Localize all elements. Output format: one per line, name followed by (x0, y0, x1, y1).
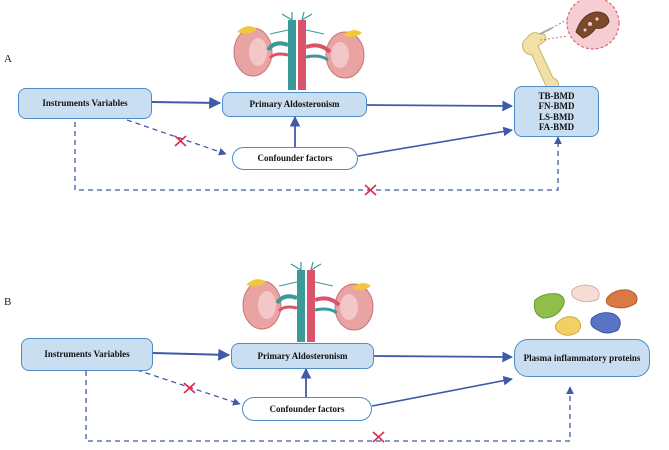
panel-label-a: A (4, 53, 12, 65)
instruments-variables-label: Instruments Variables (42, 98, 128, 109)
plasma-proteins-outcome-box: Plasma inflammatory proteins (514, 339, 650, 377)
primary-aldosteronism-box: Primary Aldosteronism (231, 343, 374, 369)
arrow-b-confounder-to-outcome (371, 375, 513, 407)
instruments-variables-label: Instruments Variables (44, 349, 130, 360)
bmd-outcome-box: TB-BMD FN-BMD LS-BMD FA-BMD (514, 86, 599, 137)
instruments-variables-box: Instruments Variables (18, 88, 152, 119)
outcome-line: FA-BMD (538, 122, 575, 132)
outcome-line: LS-BMD (538, 111, 574, 122)
confounder-factors-box: Confounder factors (242, 397, 372, 421)
plasma-proteins-label: Plasma inflammatory proteins (523, 352, 641, 363)
outcome-line: TB-BMD (538, 90, 575, 101)
instruments-variables-box: Instruments Variables (21, 338, 153, 371)
outcome-line: FN-BMD (538, 101, 575, 111)
arrow-a-exposure-to-outcome (366, 100, 514, 112)
cross-mark-icon (364, 184, 377, 196)
arrow-a-confounder-to-outcome (357, 126, 513, 157)
cross-mark-icon (183, 382, 196, 394)
confounder-factors-label: Confounder factors (269, 403, 345, 414)
primary-aldosteronism-label: Primary Aldosteronism (257, 350, 348, 361)
confounder-factors-box: Confounder factors (232, 147, 358, 170)
arrow-a-iv-to-outcome-dashed (74, 122, 562, 191)
kidney-illustration (233, 11, 365, 90)
arrow-b-exposure-to-outcome (373, 351, 514, 363)
panel-label-b: B (4, 296, 12, 308)
arrow-b-iv-to-exposure (152, 348, 231, 361)
protein-illustration (533, 284, 638, 336)
cross-mark-icon (174, 135, 187, 147)
arrow-a-iv-to-exposure (151, 96, 222, 109)
confounder-factors-label: Confounder factors (257, 153, 333, 164)
kidney-illustration (242, 261, 374, 342)
arrow-b-iv-to-outcome-dashed (85, 371, 574, 442)
bone-magnified-icon (566, 0, 620, 50)
bone-illustration (522, 17, 571, 91)
primary-aldosteronism-label: Primary Aldosteronism (249, 99, 340, 110)
primary-aldosteronism-box: Primary Aldosteronism (222, 92, 367, 117)
cross-mark-icon (372, 431, 385, 443)
